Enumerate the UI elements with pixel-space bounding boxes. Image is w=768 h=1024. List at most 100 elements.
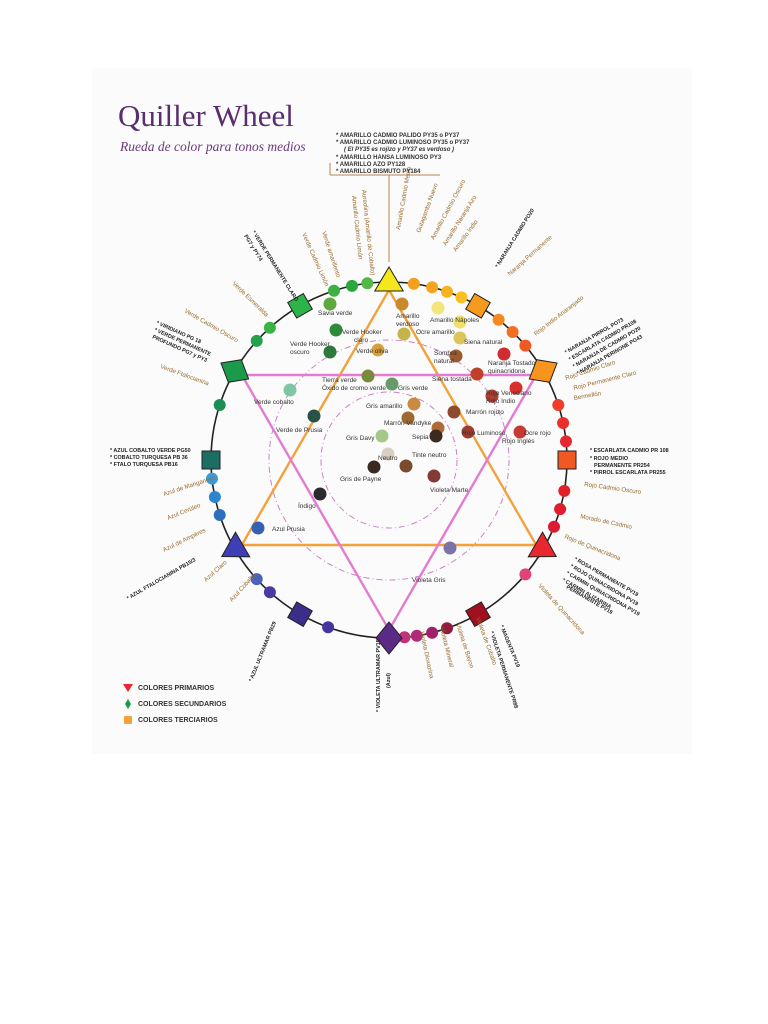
outer-pigment-label: Verde Esmeralda: [231, 280, 270, 318]
inner-circle-large: [268, 339, 510, 581]
ring-color-dot: [441, 285, 453, 298]
pigment-code-note: * VERDE PERMANENTE CLARO: [250, 230, 299, 303]
page-title: Quiller Wheel: [118, 98, 294, 133]
legend-item-tertiary: COLORES TERCIARIOS: [122, 712, 226, 728]
pigment-label: Verde Hooker: [342, 329, 383, 336]
square-marker-shape: [287, 601, 313, 628]
tertiary-square-marker: [287, 601, 313, 628]
pigment-label: Tierra verde: [322, 377, 357, 384]
pigment-code-note: * AZUL FTALOCIANINA PB15/3: [126, 557, 197, 601]
ring-color-dot: [250, 334, 263, 347]
tertiary-square-marker: [465, 601, 491, 628]
pigment-label: Gris de Payne: [340, 476, 382, 483]
triangle-marker-shape: [373, 266, 405, 292]
pigment-label: Sepia: [412, 434, 429, 441]
page-subtitle: Rueda de color para tonos medios: [120, 139, 306, 154]
pigment-label: Verde oliva: [356, 348, 389, 355]
note-line: * AMARILLO CADMIO LUMINOSO PY35 o PY37: [336, 140, 470, 147]
square-marker-shape: [287, 292, 313, 319]
pigment-dot: [395, 297, 409, 311]
legend: COLORES PRIMARIOS COLORES SECUNDARIOS CO…: [122, 680, 226, 728]
legend-label: COLORES SECUNDARIOS: [138, 700, 227, 708]
square-marker-shape: [465, 601, 491, 628]
pigment-dot: [361, 369, 375, 383]
ring-color-dot: [328, 284, 340, 297]
pigment-label: Siena tostada: [432, 376, 472, 383]
ring-color-dot: [552, 399, 565, 411]
primary-triangle-marker: [220, 531, 251, 558]
pigment-label: Verde cobalto: [254, 399, 294, 406]
pigment-dot: [431, 301, 445, 315]
pigment-label: Rojo Luminoso: [462, 430, 506, 437]
pigment-label: Violeta Marte: [430, 487, 469, 494]
pigment-dot: [509, 381, 523, 395]
pigment-dot: [429, 429, 443, 443]
pigment-label: Verde de Prusia: [276, 427, 323, 434]
ring-color-dot: [213, 399, 226, 411]
outer-pigment-label: Azul Cobalto: [228, 572, 257, 603]
diamond-marker-shape: [220, 359, 250, 383]
pigment-dot: [397, 327, 411, 341]
pigment-label: natural: [434, 358, 454, 365]
outer-pigment-label: Azul Claro: [203, 559, 229, 584]
pigment-dot: [453, 331, 467, 345]
outer-pigment-label: Rojo Cadmio Oscuro: [584, 481, 642, 496]
note-line: * AMARILLO CADMIO PALIDO PY35 o PY37: [336, 133, 460, 139]
secondary-diamond-marker: [220, 359, 250, 383]
outer-pigment-label: Morado de Cadmio: [580, 513, 633, 531]
ring-color-dot: [519, 339, 532, 352]
pigment-label: Rojo Veneciano: [486, 390, 532, 397]
pigment-code-note: PERMANENTE PR254: [594, 463, 650, 469]
orange-triangle: [240, 288, 538, 547]
pigment-dot: [485, 389, 499, 403]
primary-triangle-marker: [373, 266, 405, 292]
ring-color-dot: [492, 313, 505, 326]
pigment-dot: [385, 377, 399, 391]
pigment-label: quinacridona: [488, 368, 526, 375]
pigment-label: Ocre amarillo: [416, 329, 455, 336]
legend-label: COLORES PRIMARIOS: [138, 684, 215, 692]
outer-pigment-label: Rojo Indio Anaranjado: [533, 294, 586, 337]
pigment-dot: [399, 459, 413, 473]
pigment-label: Gris amarillo: [366, 403, 403, 410]
pigment-label: Tinte neutro: [412, 452, 447, 459]
ring-color-dot: [398, 631, 411, 644]
ring-color-dot: [455, 291, 468, 304]
legend-label: COLORES TERCIARIOS: [138, 716, 218, 724]
ring-color-dot: [548, 520, 560, 533]
ring-color-dot: [519, 568, 532, 581]
pigment-dot: [443, 541, 457, 555]
outer-pigment-label: Azul de Ampères: [162, 527, 207, 554]
triangle-icon: [122, 683, 134, 693]
outer-pigment-label: Verde Ftalocianina: [159, 363, 210, 387]
diamond-marker-shape: [375, 621, 403, 655]
pigment-code-note: * VIOLETA PERMANENTE PR88: [488, 631, 519, 709]
pigment-dot: [401, 411, 415, 425]
ring-color-dot: [322, 621, 335, 634]
outer-pigment-label: Violeta Mineral: [438, 627, 455, 668]
pigment-dot: [453, 315, 467, 329]
pigment-label: verdoso: [396, 321, 420, 328]
pigment-label: Verde Hooker: [290, 341, 331, 348]
pigment-label: Rojo Inglés: [502, 438, 535, 445]
pigment-label: Siena natural: [464, 339, 503, 346]
pigment-label: claro: [354, 337, 368, 344]
pigment-dot: [367, 460, 381, 474]
pigment-code-note: * VIOLETA ULTRAMAR PV15: [376, 639, 382, 712]
pigment-label: Amarillo: [396, 313, 420, 320]
pigment-dot: [447, 405, 461, 419]
pigment-label: Marrón Vandyke: [384, 420, 432, 427]
diamond-icon: [122, 699, 134, 709]
ring-color-dot: [206, 472, 218, 485]
outer-pigment-label: Azul Cerúleo: [166, 502, 202, 522]
ring-color-dot: [410, 629, 423, 642]
outer-pigment-label: Azul de Manganeso: [162, 474, 217, 498]
square-marker-shape: [465, 292, 491, 319]
pigment-code-note: * PIRROL ESCARLATA PR255: [590, 470, 666, 476]
ring-color-dot: [361, 277, 374, 290]
pigment-code-note: * ESCARLATA CADMIO PR 108: [590, 448, 669, 454]
pigment-code-note: * AZUL ULTRAMAR PB29: [248, 621, 278, 683]
pigment-dot: [371, 343, 385, 357]
secondary-diamond-marker: [375, 621, 403, 655]
pigment-dot: [375, 429, 389, 443]
